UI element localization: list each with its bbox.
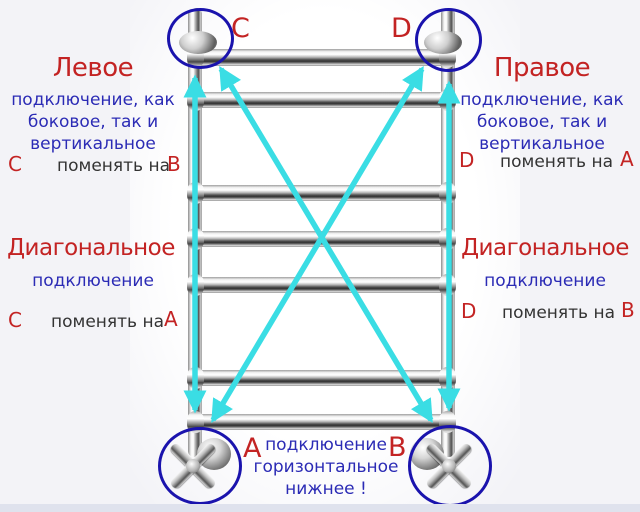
connection-label-a: A — [243, 433, 262, 464]
right-connection-title: Правое — [493, 53, 591, 83]
right-connection-description: подключение, как боковое, так и вертикал… — [458, 89, 626, 155]
right-diagonal-swap-action: поменять на — [502, 303, 615, 323]
right-diagonal-swap-from: D — [461, 299, 477, 323]
description-line: подключение, как — [11, 90, 175, 110]
right-diagonal-swap-to: B — [621, 298, 635, 322]
left-side-swap-action: поменять на — [57, 156, 170, 176]
note-line: подключение — [265, 435, 387, 455]
description-line: подключение, как — [460, 90, 624, 110]
connection-label-c: C — [231, 13, 250, 44]
left-diagonal-swap-from: C — [8, 308, 22, 332]
right-diagonal-subtitle: подключение — [484, 271, 606, 291]
bottom-connection-note: подключение горизонтальное нижнее ! — [254, 434, 399, 500]
diagonal-arrow-d-to-a — [210, 66, 425, 423]
description-line: боковое, так и — [27, 112, 159, 132]
description-line: вертикальное — [479, 134, 605, 154]
note-line: нижнее ! — [285, 479, 367, 499]
connection-label-b: B — [388, 432, 407, 463]
left-connection-title: Левое — [52, 53, 134, 83]
bottom-left-connection-circle — [158, 427, 242, 505]
description-line: боковое, так и — [476, 112, 608, 132]
bottom-right-connection-circle — [408, 425, 492, 507]
left-diagonal-subtitle: подключение — [32, 271, 154, 291]
left-diagonal-title: Диагональное — [7, 235, 175, 261]
bottom-edge-strip — [0, 504, 640, 512]
right-side-swap-to: A — [620, 147, 634, 171]
diagonal-arrow-c-to-b — [218, 66, 434, 423]
connection-label-d: D — [391, 13, 412, 44]
left-side-swap-from: C — [8, 152, 22, 176]
right-side-swap-from: D — [459, 148, 475, 172]
left-connection-description: подключение, как боковое, так и вертикал… — [10, 89, 176, 155]
left-diagonal-swap-action: поменять на — [51, 312, 164, 332]
top-left-connection-circle — [167, 8, 234, 69]
right-side-swap-action: поменять на — [500, 152, 613, 172]
note-line: горизонтальное — [253, 457, 399, 477]
right-diagonal-title: Диагональное — [461, 235, 629, 261]
left-diagonal-swap-to: A — [164, 307, 178, 331]
top-right-connection-circle — [415, 8, 482, 72]
description-line: вертикальное — [30, 134, 156, 154]
left-side-swap-to: B — [167, 152, 181, 176]
